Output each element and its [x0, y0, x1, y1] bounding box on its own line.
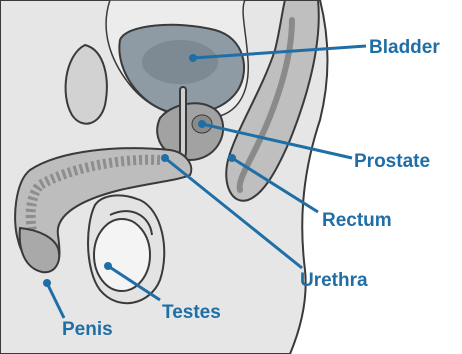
pubic-bone	[66, 45, 107, 124]
urethra-label: Urethra	[300, 270, 368, 291]
prostate-label: Prostate	[354, 151, 430, 172]
testes-leader-dot	[104, 262, 112, 270]
penis-label: Penis	[62, 319, 113, 340]
prostate-leader-dot	[198, 120, 206, 128]
testes-organ	[94, 219, 150, 291]
rectum-leader-dot	[228, 154, 236, 162]
bladder-leader-dot	[189, 54, 197, 62]
rectum-label: Rectum	[322, 210, 392, 231]
urethra-leader-dot	[161, 154, 169, 162]
bladder-highlight	[142, 40, 218, 84]
bladder-label: Bladder	[369, 37, 440, 58]
testes-label: Testes	[162, 302, 221, 323]
penis-leader-dot	[43, 279, 51, 287]
